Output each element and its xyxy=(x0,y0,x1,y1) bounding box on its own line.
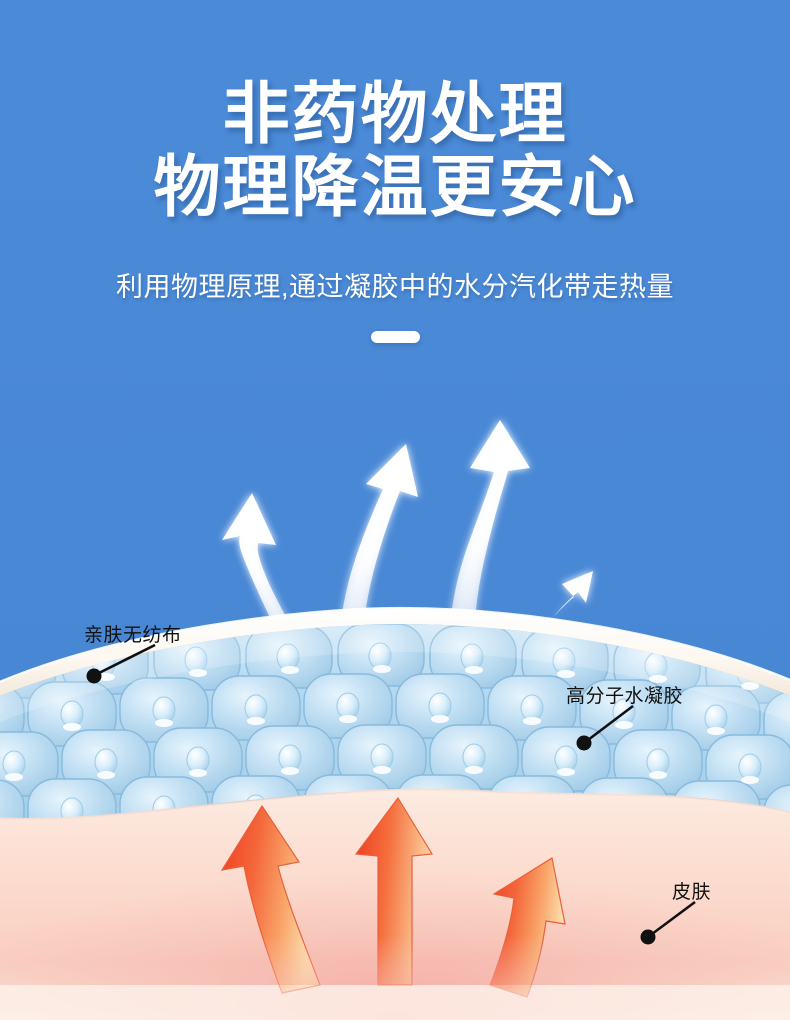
heat-arrow-right xyxy=(489,857,566,998)
vapor-arrow-1 xyxy=(222,493,325,690)
heat-arrow-left xyxy=(220,804,321,994)
label-hydrogel: 高分子水凝胶 xyxy=(566,686,684,707)
label-skin: 皮肤 xyxy=(672,882,712,903)
page-subtitle: 利用物理原理,通过凝胶中的水分汽化带走热量 xyxy=(115,272,674,302)
heat-arrow-group xyxy=(220,796,566,998)
leader-skin xyxy=(651,900,696,936)
leader-dot-nonwoven xyxy=(86,668,102,684)
callout-leaders xyxy=(86,643,696,945)
leader-nonwoven xyxy=(96,643,156,676)
heat-arrow-center xyxy=(354,796,434,986)
leader-dot-skin xyxy=(640,929,656,945)
headline-line-2: 物理降温更安心 xyxy=(153,150,637,225)
divider-pill xyxy=(371,331,420,343)
label-nonwoven: 亲肤无纺布 xyxy=(84,625,182,646)
headline-line-1: 非药物处理 xyxy=(222,77,568,152)
leader-dot-hydrogel xyxy=(576,735,592,751)
nonwoven-strip xyxy=(0,608,790,696)
page-title: 非药物处理 物理降温更安心 xyxy=(0,78,790,224)
background-panel xyxy=(0,0,790,700)
leader-hydrogel xyxy=(587,704,634,742)
